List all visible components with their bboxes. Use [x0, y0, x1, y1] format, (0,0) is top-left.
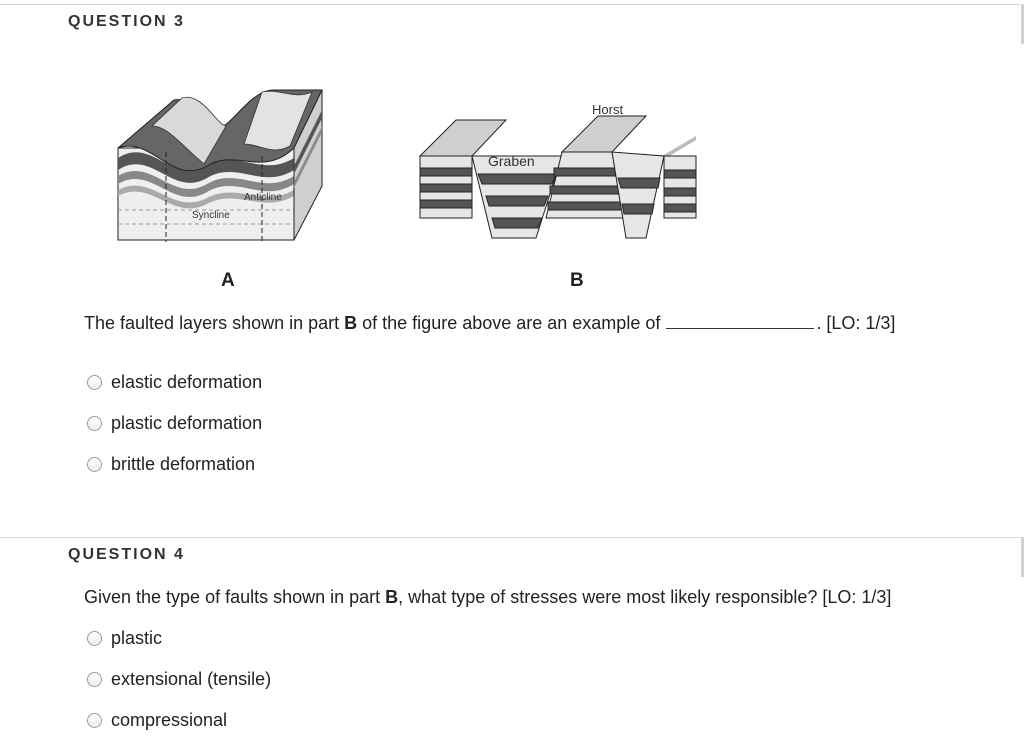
q3-option-elastic[interactable]: elastic deformation — [87, 372, 262, 393]
radio-button[interactable] — [87, 375, 102, 390]
figure-label-b: B — [570, 270, 584, 291]
anticline-label: Anticline — [244, 192, 282, 203]
figure-b-horst-graben: Horst Graben — [416, 96, 702, 251]
question-divider — [0, 537, 1020, 538]
radio-button[interactable] — [87, 672, 102, 687]
q3-option-plastic[interactable]: plastic deformation — [87, 413, 262, 434]
question-3-prompt: The faulted layers shown in part B of th… — [84, 313, 896, 333]
question-4-edge — [1021, 537, 1024, 577]
question-3-title: QUESTION 3 — [68, 13, 185, 30]
figure-label-a: A — [221, 270, 235, 291]
q4-option-extensional[interactable]: extensional (tensile) — [87, 669, 271, 690]
horst-label: Horst — [592, 102, 623, 117]
radio-button[interactable] — [87, 631, 102, 646]
syncline-label: Syncline — [192, 210, 230, 221]
question-4-title: QUESTION 4 — [68, 546, 185, 563]
radio-button[interactable] — [87, 713, 102, 728]
question-4-prompt: Given the type of faults shown in part B… — [84, 587, 892, 607]
radio-button[interactable] — [87, 416, 102, 431]
figure-a-folds: Anticline Syncline — [112, 86, 332, 251]
q3-option-brittle[interactable]: brittle deformation — [87, 454, 255, 475]
q4-option-compressional[interactable]: compressional — [87, 710, 227, 731]
answer-blank — [666, 314, 815, 329]
q4-option-plastic[interactable]: plastic — [87, 628, 162, 649]
graben-label: Graben — [488, 153, 535, 169]
question-3-edge — [1021, 4, 1024, 44]
top-divider — [0, 4, 1020, 5]
radio-button[interactable] — [87, 457, 102, 472]
